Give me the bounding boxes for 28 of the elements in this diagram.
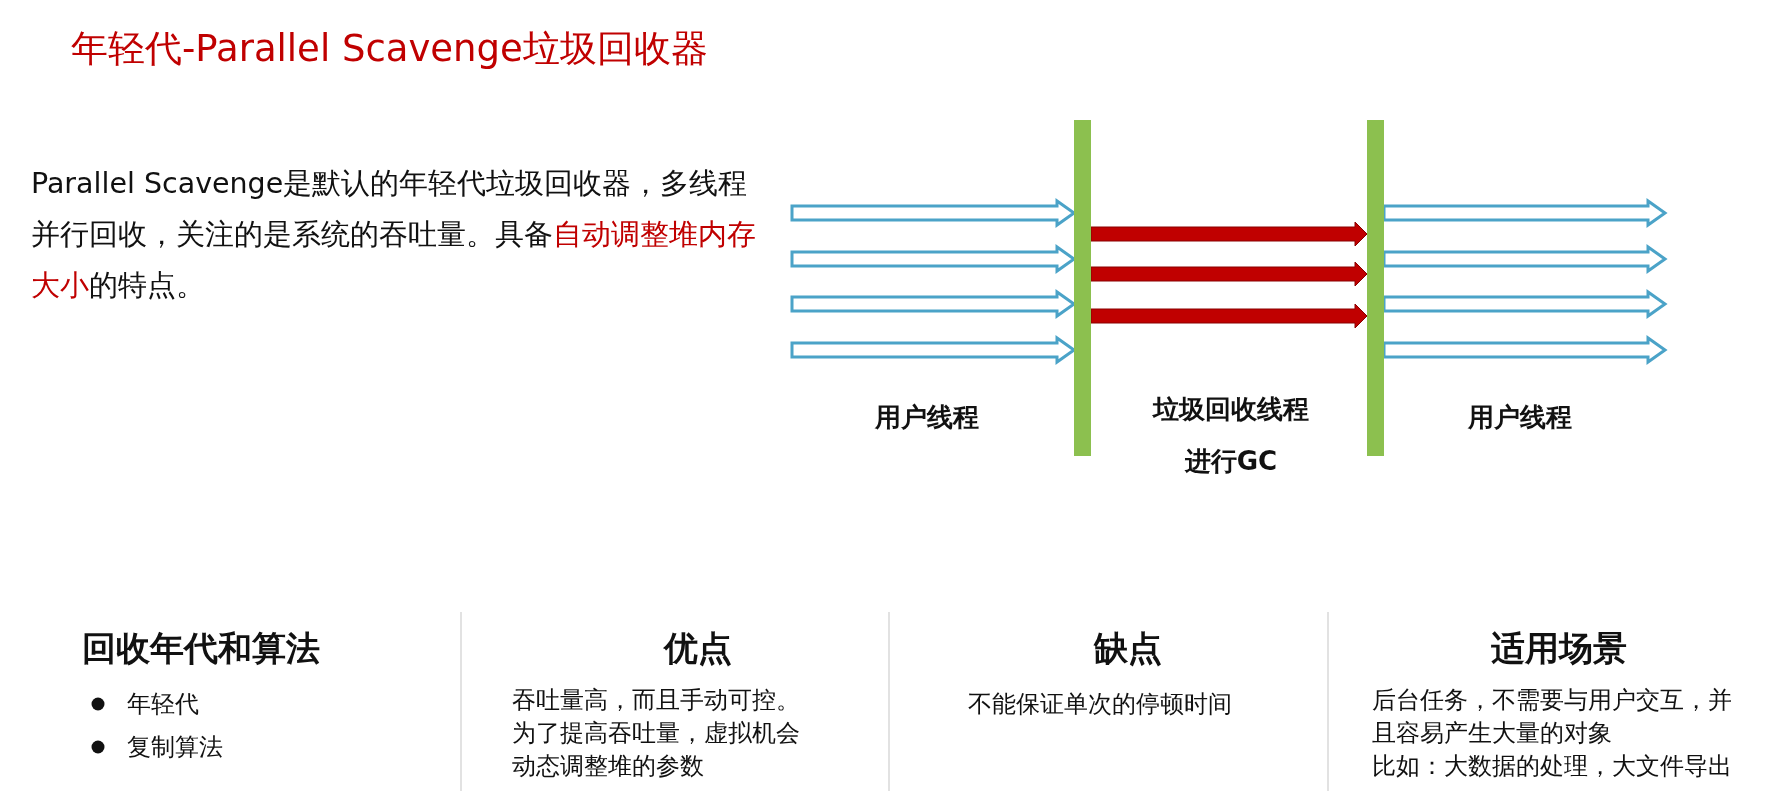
arrow (1382, 244, 1668, 274)
heading: 缺点 (1092, 627, 1163, 670)
heading: 回收年代和算法 (82, 627, 320, 670)
caption-label: 用户线程 (1467, 401, 1573, 434)
bullet-item: 年轻代 (127, 689, 199, 720)
arrow (1382, 198, 1668, 228)
body-text: 比如：大数据的处理，大文件导出 (1372, 751, 1733, 782)
arrow (1382, 335, 1668, 365)
caption-label: 垃圾回收线程进行GC (1151, 393, 1310, 478)
body-text: 后台任务，不需要与用户交互，并且容易产生大量的对象 (1372, 685, 1733, 749)
caption-label: 用户线程 (874, 401, 980, 434)
heading: 优点 (662, 627, 733, 670)
arrow (1090, 303, 1368, 329)
body-text: 吞吐量高，而且手动可控。为了提高吞吐量，虚拟机会动态调整堆的参数 (512, 685, 801, 782)
arrow (1090, 221, 1368, 247)
title: 年轻代-Parallel Scavenge垃圾回收器 (71, 26, 708, 72)
heading: 适用场景 (1490, 627, 1628, 670)
arrow (790, 244, 1077, 274)
arrow (790, 289, 1077, 319)
description-text: Parallel Scavenge是默认的年轻代垃圾回收器，多线程并行回收，关注的是系统的吞吐量。具备自动调整堆内存大小的特点。 (31, 166, 757, 304)
arrow (1382, 289, 1668, 319)
body-text: 不能保证单次的停顿时间 (967, 689, 1233, 720)
arrow (1090, 261, 1368, 287)
timeline-bar (1074, 120, 1091, 456)
bullet-item: 复制算法 (127, 732, 223, 763)
timeline-bar (1367, 120, 1384, 456)
arrow (790, 335, 1077, 365)
arrow (790, 198, 1077, 228)
